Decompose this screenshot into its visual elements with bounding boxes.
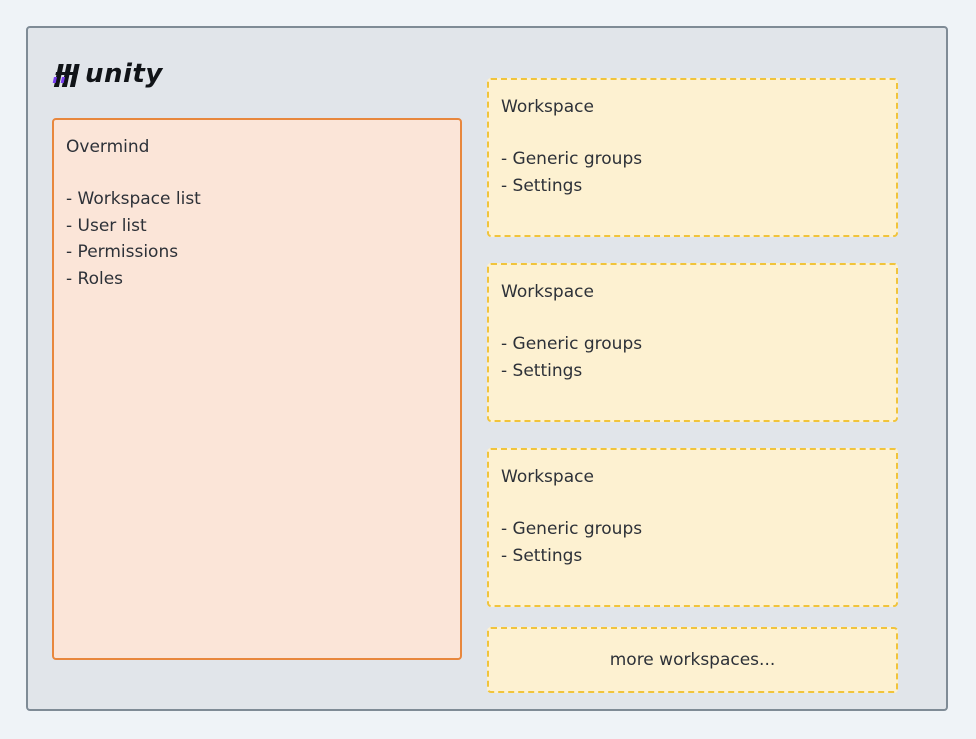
more-workspaces-box: more workspaces... — [487, 627, 898, 693]
workspace-item: Settings — [501, 173, 884, 200]
workspace-item: Generic groups — [501, 331, 884, 358]
overmind-item: Roles — [66, 266, 448, 293]
workspace-title: Workspace — [501, 467, 594, 487]
more-workspaces-label: more workspaces... — [609, 650, 776, 670]
logo-wordmark: unity — [85, 59, 163, 89]
workspace-item-list: Generic groups Settings — [501, 331, 884, 384]
workspace-item-list: Generic groups Settings — [501, 516, 884, 569]
workspace-item-list: Generic groups Settings — [501, 146, 884, 199]
workspace-box: Workspace Generic groups Settings — [487, 263, 898, 422]
workspace-item: Settings — [501, 543, 884, 570]
workspace-item: Generic groups — [501, 146, 884, 173]
overmind-item-list: Workspace list User list Permissions Rol… — [66, 186, 448, 292]
overmind-item: User list — [66, 213, 448, 240]
workspace-item: Generic groups — [501, 516, 884, 543]
workspace-item: Settings — [501, 358, 884, 385]
overmind-title: Overmind — [66, 137, 150, 157]
overmind-item: Permissions — [66, 239, 448, 266]
workspace-box: Workspace Generic groups Settings — [487, 448, 898, 607]
unity-logo: unity — [52, 52, 172, 96]
unity-logo-icon — [52, 64, 80, 87]
overmind-item: Workspace list — [66, 186, 448, 213]
workspace-title: Workspace — [501, 282, 594, 302]
workspace-box: Workspace Generic groups Settings — [487, 78, 898, 237]
overmind-box: Overmind Workspace list User list Permis… — [52, 118, 462, 660]
workspace-title: Workspace — [501, 97, 594, 117]
